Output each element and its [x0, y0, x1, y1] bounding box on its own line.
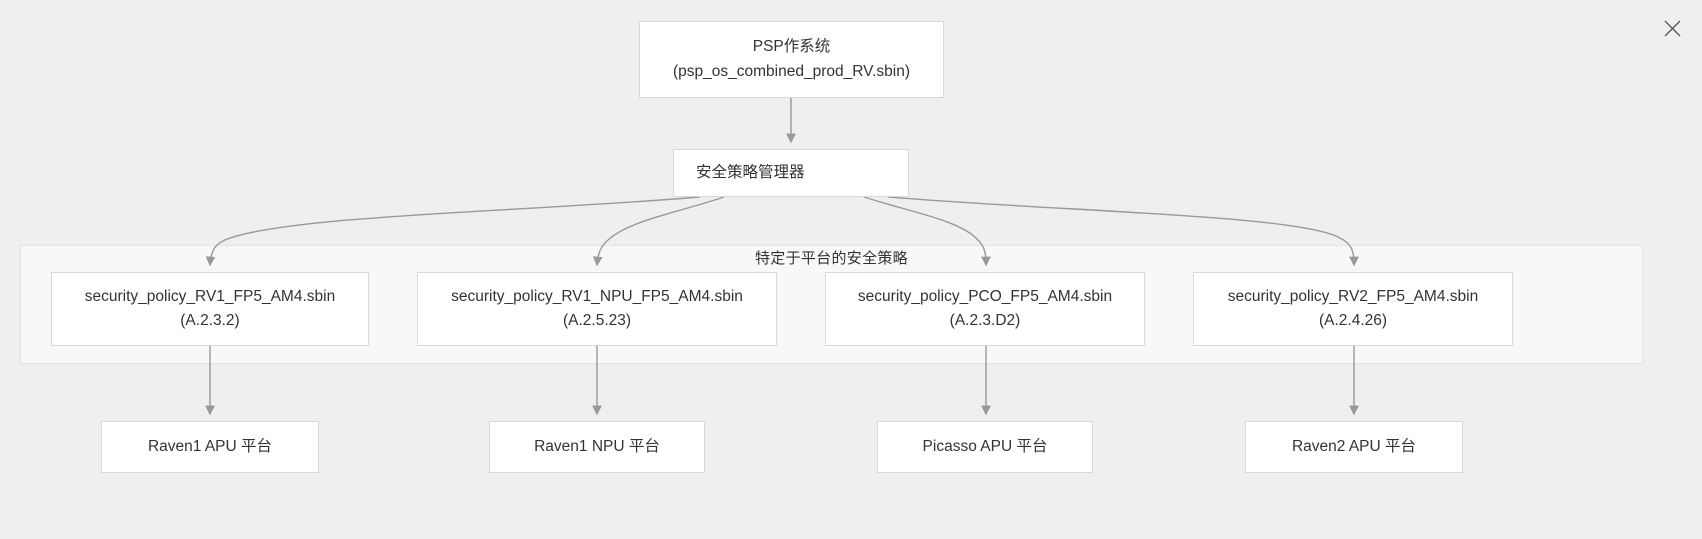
- close-icon: [1664, 20, 1680, 36]
- policy-version: (A.2.3.D2): [949, 312, 1021, 329]
- policy-filename: security_policy_RV1_NPU_FP5_AM4.sbin: [451, 287, 743, 305]
- platform-label: Picasso APU 平台: [922, 437, 1048, 455]
- node-platform-raven1-npu[interactable]: Raven1 NPU 平台: [489, 421, 705, 473]
- node-psp-os-title: PSP作系统: [752, 38, 831, 56]
- close-button[interactable]: [1656, 12, 1688, 44]
- node-policy-rv1-npu-fp5-am4[interactable]: security_policy_RV1_NPU_FP5_AM4.sbin (A.…: [417, 272, 777, 346]
- policy-version: (A.2.3.2): [180, 312, 240, 329]
- node-psp-os-filename: (psp_os_combined_prod_RV.sbin): [673, 62, 910, 80]
- node-platform-raven2-apu[interactable]: Raven2 APU 平台: [1245, 421, 1463, 473]
- node-policy-pco-fp5-am4[interactable]: security_policy_PCO_FP5_AM4.sbin (A.2.3.…: [825, 272, 1145, 346]
- node-security-policy-manager-label: 安全策略管理器: [696, 163, 805, 181]
- platform-label: Raven2 APU 平台: [1291, 437, 1417, 455]
- policy-filename: security_policy_RV2_FP5_AM4.sbin: [1227, 287, 1479, 305]
- policy-version: (A.2.4.26): [1318, 312, 1388, 329]
- node-psp-os[interactable]: PSP作系统 (psp_os_combined_prod_RV.sbin): [639, 21, 944, 98]
- node-platform-raven1-apu[interactable]: Raven1 APU 平台: [101, 421, 319, 473]
- node-policy-rv1-fp5-am4[interactable]: security_policy_RV1_FP5_AM4.sbin (A.2.3.…: [51, 272, 369, 346]
- node-policy-rv2-fp5-am4[interactable]: security_policy_RV2_FP5_AM4.sbin (A.2.4.…: [1193, 272, 1513, 346]
- policy-filename: security_policy_RV1_FP5_AM4.sbin: [84, 287, 336, 305]
- policy-version: (A.2.5.23): [562, 312, 632, 329]
- node-platform-picasso-apu[interactable]: Picasso APU 平台: [877, 421, 1093, 473]
- platform-label: Raven1 NPU 平台: [534, 437, 660, 455]
- platform-label: Raven1 APU 平台: [147, 437, 273, 455]
- subgraph-label: 特定于平台的安全策略: [754, 250, 908, 267]
- policy-filename: security_policy_PCO_FP5_AM4.sbin: [857, 287, 1113, 305]
- node-security-policy-manager[interactable]: 安全策略管理器: [673, 149, 909, 197]
